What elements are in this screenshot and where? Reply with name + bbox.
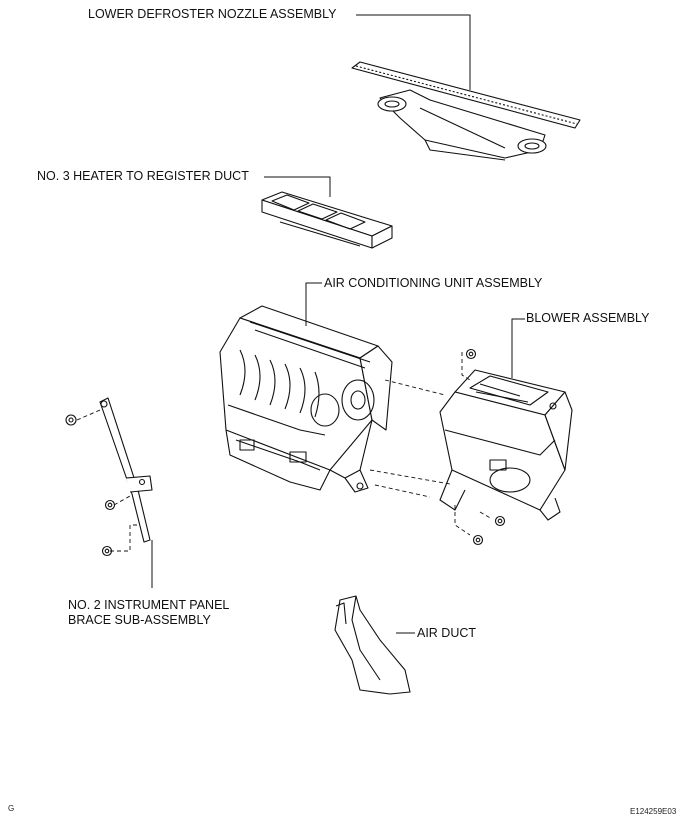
corner-mark: G bbox=[8, 804, 15, 813]
assembly-dashed-lines bbox=[76, 352, 493, 552]
lower-defroster-nozzle-drawing bbox=[351, 61, 581, 161]
figure-code: E124259E03 bbox=[630, 807, 677, 816]
label-heater-to-register-duct: NO. 3 HEATER TO REGISTER DUCT bbox=[37, 169, 249, 183]
register-duct-drawing bbox=[261, 191, 393, 249]
instrument-panel-brace-drawing bbox=[99, 397, 153, 543]
label-instrument-panel-brace-line1: NO. 2 INSTRUMENT PANEL bbox=[68, 598, 230, 612]
label-instrument-panel-brace-line2: BRACE SUB-ASSEMBLY bbox=[68, 613, 211, 627]
blower-assembly-drawing bbox=[439, 369, 573, 521]
air-conditioning-unit-drawing bbox=[219, 305, 393, 493]
label-lower-defroster-nozzle: LOWER DEFROSTER NOZZLE ASSEMBLY bbox=[88, 7, 337, 21]
label-blower-assembly: BLOWER ASSEMBLY bbox=[526, 311, 650, 325]
label-air-conditioning-unit: AIR CONDITIONING UNIT ASSEMBLY bbox=[324, 276, 543, 290]
leader-lines bbox=[151, 14, 525, 634]
air-duct-drawing bbox=[334, 595, 411, 695]
label-air-duct: AIR DUCT bbox=[417, 626, 477, 640]
